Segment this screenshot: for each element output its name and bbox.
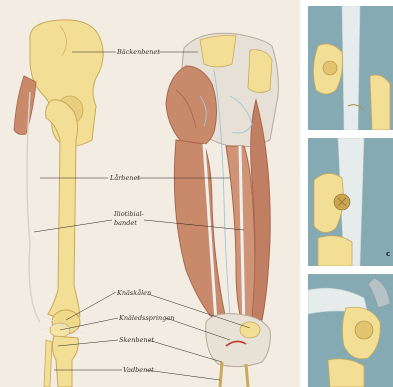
femur-bone bbox=[46, 100, 80, 319]
knee-detail-panel-bottom bbox=[308, 274, 393, 387]
label-backenbenet: Bäckenbenet bbox=[117, 48, 160, 56]
thigh-muscle-left bbox=[14, 76, 40, 322]
label-skenbenet: Skenbenet bbox=[119, 336, 154, 344]
leg-anatomy-illustration bbox=[0, 0, 300, 387]
panel-letter: c bbox=[386, 250, 390, 258]
label-larbenet: Lårbenet bbox=[110, 174, 140, 182]
knee-detail-panel-top bbox=[308, 6, 393, 130]
knee-detail-panel-middle: c bbox=[308, 138, 393, 266]
label-vadbenet: Vadbenet bbox=[123, 366, 154, 374]
label-iliotibial-line2: bandet bbox=[114, 219, 137, 227]
side-illustration-strip: c bbox=[305, 0, 393, 387]
tibia-fibula-bones bbox=[44, 336, 78, 387]
label-knaledsspringan: Knäledsspringan bbox=[119, 314, 174, 322]
anatomy-illustration-page: Bäckenbenet Lårbenet Iliotibial- bandet … bbox=[0, 0, 300, 387]
knee-right bbox=[206, 314, 271, 387]
label-iliotibial-line1: Iliotibial- bbox=[114, 210, 144, 218]
label-knaskalen: Knäskålen bbox=[117, 289, 151, 297]
